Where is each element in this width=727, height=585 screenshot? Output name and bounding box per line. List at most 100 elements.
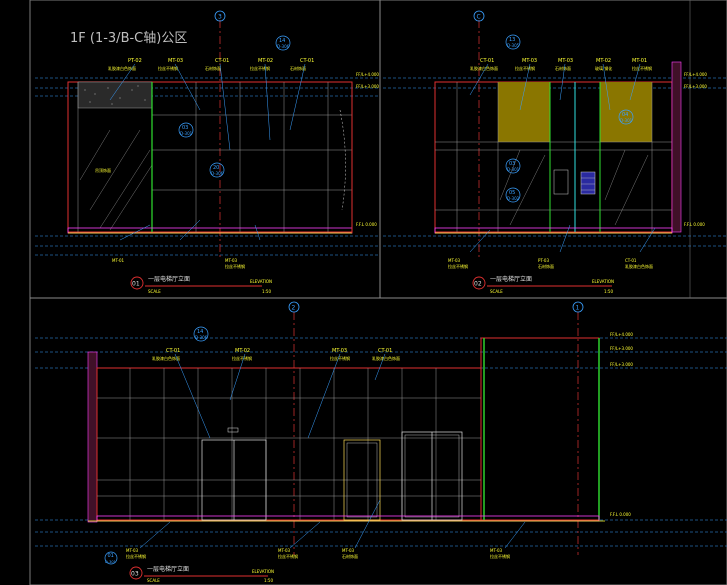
svg-text:14: 14 [279, 38, 285, 44]
note-n2-02: 拉丝不锈钢 [515, 65, 535, 71]
level-label-02a: FF/L+4.000 [684, 72, 707, 77]
bottom-note-01b: 拉丝不锈钢 [225, 263, 245, 269]
bottom-tag-03b: MT-03 [278, 548, 291, 553]
svg-text:1:50: 1:50 [264, 578, 273, 583]
grid-label-3: 3 [218, 14, 222, 21]
tag-mt02-02: MT-02 [596, 58, 611, 64]
note-n1b-03: 乳胶漆白色饰面 [372, 355, 400, 361]
tag-mt03-01: MT-03 [168, 58, 183, 64]
grid-label-1: 1 [576, 305, 580, 312]
panel-lines-03 [97, 368, 481, 520]
bottom-tag-02c: CT-01 [625, 258, 637, 263]
level-label-02c: F.F.L 0.000 [684, 222, 705, 227]
svg-text:02: 02 [474, 281, 482, 288]
level-label-01b: FF/L+3.000 [356, 84, 379, 89]
tag-mt03-03: MT-03 [332, 348, 347, 354]
door-swing-01 [339, 109, 346, 211]
level-label-03c: FF/L+3.000 [610, 362, 633, 367]
svg-text:SCALE: SCALE [147, 578, 160, 583]
note-n2b-03: 拉丝不锈钢 [330, 355, 350, 361]
note-n2b-02: 拉丝不锈钢 [632, 65, 652, 71]
door-03b [343, 439, 381, 521]
leaders-02 [469, 63, 656, 253]
tag-mt02-01: MT-02 [258, 58, 273, 64]
bubble-20-01: 20 D-306 [209, 162, 225, 178]
elevation-02: C [383, 10, 727, 294]
caption-03: 03 一层电梯厅立面 SCALE ELEVATION 1:50 [129, 565, 274, 583]
bubble-03-02: 03 D-301 [505, 158, 521, 174]
bottom-note-02a: 拉丝不锈钢 [448, 263, 468, 269]
grid-bubble-1 [572, 301, 584, 313]
note-n1-02: 乳胶漆白色饰面 [470, 65, 498, 71]
level-lines-02 [383, 77, 727, 247]
svg-text:D-305: D-305 [507, 43, 520, 48]
svg-text:13: 13 [509, 37, 515, 43]
note-n2-03: 拉丝不锈钢 [232, 355, 252, 361]
svg-text:D-306: D-306 [277, 44, 290, 49]
tag-mt01-02: MT-01 [632, 58, 647, 64]
grid-bubble-3 [214, 10, 226, 22]
level-label-01a: FF/L+4.000 [356, 72, 379, 77]
bottom-tag-03a: MT-03 [126, 548, 139, 553]
note-n3-02: 石材饰面 [555, 65, 571, 71]
tag-mt03-02: MT-03 [522, 58, 537, 64]
note-n3-01: 石材饰面 [205, 65, 221, 71]
bubble-01-03: 01 D-301 [104, 551, 118, 565]
glass-hatch-02 [499, 149, 649, 226]
bottom-tag-02b: PT-03 [538, 258, 549, 263]
svg-text:D-301: D-301 [620, 118, 633, 123]
level-label-03d: F.F.L 0.000 [610, 512, 631, 517]
tag-ct01-02: CT-01 [480, 58, 494, 64]
bubble-14-01: 14 D-306 [275, 35, 291, 51]
bubble-04-02: 04 D-301 [618, 109, 634, 125]
svg-text:SCALE: SCALE [490, 289, 503, 294]
bottom-note-02b: 石材饰面 [538, 263, 554, 269]
svg-text:1:50: 1:50 [262, 289, 271, 294]
note-n1-01: 乳胶漆白色饰面 [108, 65, 136, 71]
wall-outline-03 [96, 367, 482, 521]
svg-text:ELEVATION: ELEVATION [250, 279, 272, 284]
bubble-14-03: 14 D-306 [193, 326, 209, 342]
bottom-note-02c: 乳胶漆白色饰面 [625, 263, 653, 269]
note-n2-01: 拉丝不锈钢 [158, 65, 178, 71]
wall-section-02 [671, 61, 682, 233]
tag-ct01-01: CT-01 [215, 58, 229, 64]
tag-pt02-01: PT-02 [128, 58, 142, 64]
svg-text:一层电梯厅立面: 一层电梯厅立面 [490, 275, 532, 283]
glass-hatch-01 [79, 129, 153, 231]
door-03a [201, 427, 267, 521]
elevation-03: 2 1 [35, 301, 727, 583]
level-label-03a: FF/L+4.000 [610, 332, 633, 337]
level-label-02b: FF/L+3.000 [684, 84, 707, 89]
bottom-tag-01b: MT-03 [225, 258, 238, 263]
gold-panel-02b [600, 82, 652, 142]
bottom-tag-03c: MT-03 [342, 548, 355, 553]
wall-section-03-left [87, 351, 98, 523]
bottom-note-03c: 石材饰面 [342, 553, 358, 559]
leaders-03 [139, 353, 526, 549]
svg-text:D-306: D-306 [195, 335, 208, 340]
panel-lines-01 [77, 82, 352, 232]
tag-ct01b-01: CT-01 [300, 58, 314, 64]
elevator-call-panel-02 [553, 169, 596, 195]
svg-text:1:50: 1:50 [604, 289, 613, 294]
tag-ct01b-03: CT-01 [378, 348, 392, 354]
wall-outline-03-right [480, 337, 600, 521]
svg-text:03: 03 [131, 571, 139, 578]
svg-text:一层电梯厅立面: 一层电梯厅立面 [148, 275, 190, 283]
svg-text:SCALE: SCALE [148, 289, 161, 294]
bottom-note-03b: 拉丝不锈钢 [278, 553, 298, 559]
tag-mt03b-02: MT-03 [558, 58, 573, 64]
caption-02: 02 一层电梯厅立面 SCALE ELEVATION 1:50 [472, 275, 614, 294]
bottom-tag-02a: MT-03 [448, 258, 461, 263]
bottom-tag-01a: MT-01 [112, 258, 125, 263]
note-n2b-01: 拉丝不锈钢 [250, 65, 270, 71]
svg-text:D-301: D-301 [180, 131, 193, 136]
door-03c [401, 431, 463, 521]
svg-text:05: 05 [509, 190, 515, 196]
svg-text:01: 01 [132, 281, 140, 288]
grid-label-2: 2 [292, 305, 296, 312]
svg-text:D-301: D-301 [507, 167, 520, 172]
svg-text:04: 04 [622, 112, 628, 118]
